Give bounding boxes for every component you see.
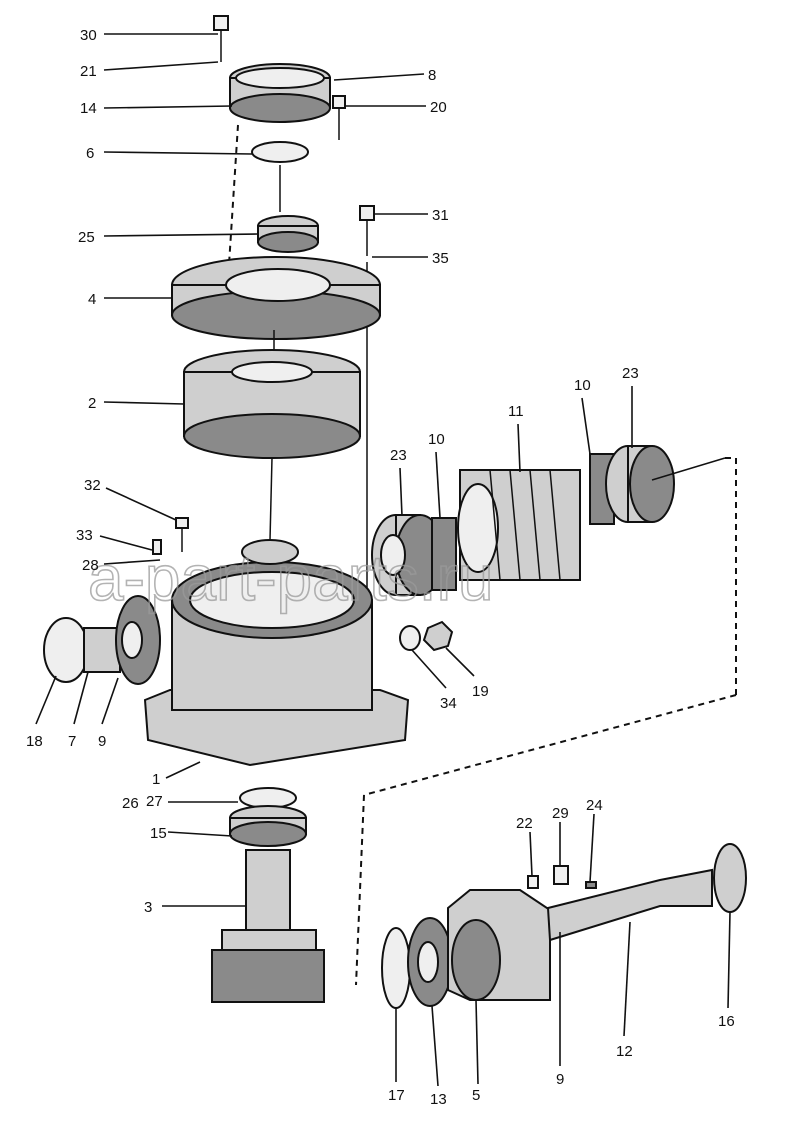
- callout-14: 14: [80, 100, 97, 117]
- bearing-15: [229, 805, 307, 847]
- callout-9-right: 9: [556, 1071, 564, 1088]
- bearing-23-right: [605, 445, 675, 523]
- callout-24: 24: [586, 797, 603, 814]
- callout-13: 13: [430, 1091, 447, 1108]
- callout-15: 15: [150, 825, 167, 842]
- seal-13: [407, 917, 453, 1007]
- washer-34: [399, 625, 421, 651]
- watermark: a-part-parts.ru: [88, 542, 493, 614]
- callout-2: 2: [88, 395, 96, 412]
- callout-16: 16: [718, 1013, 735, 1030]
- callout-20: 20: [430, 99, 447, 116]
- callout-23-right: 23: [622, 365, 639, 382]
- worm-11: [457, 469, 581, 581]
- bolt-30: [213, 15, 229, 62]
- callout-22: 22: [516, 815, 533, 832]
- callout-32: 32: [84, 477, 101, 494]
- callout-19: 19: [472, 683, 489, 700]
- callout-4: 4: [88, 291, 96, 308]
- callout-10-left: 10: [428, 431, 445, 448]
- bolt-29: [553, 865, 569, 885]
- housing-1: [143, 539, 410, 767]
- callout-5: 5: [472, 1087, 480, 1104]
- callout-17: 17: [388, 1087, 405, 1104]
- callout-31: 31: [432, 207, 449, 224]
- callout-7: 7: [68, 733, 76, 750]
- cover-8: [229, 63, 331, 123]
- callout-29: 29: [552, 805, 569, 822]
- callout-23-left: 23: [390, 447, 407, 464]
- callout-11: 11: [508, 403, 524, 420]
- callout-1: 1: [152, 771, 160, 788]
- callout-35: 35: [432, 250, 449, 267]
- callout-26: 26: [122, 795, 139, 812]
- callout-30: 30: [80, 27, 97, 44]
- end-cap-18: [43, 617, 89, 683]
- callout-6: 6: [86, 145, 94, 162]
- bolt-20: [332, 95, 346, 140]
- callout-8: 8: [428, 67, 436, 84]
- pin-24: [585, 881, 597, 889]
- callout-33: 33: [76, 527, 93, 544]
- flange-9-left: [115, 595, 161, 685]
- callout-10-right: 10: [574, 377, 591, 394]
- ring-gear-4: [171, 256, 381, 340]
- bolt-31: [359, 205, 375, 256]
- ring-25: [257, 215, 319, 253]
- bolt-32: [175, 517, 189, 552]
- callout-18: 18: [26, 733, 43, 750]
- callout-9-left: 9: [98, 733, 106, 750]
- spacer-10-left: [431, 517, 457, 591]
- output-shaft-3: [211, 849, 325, 1003]
- callout-12: 12: [616, 1043, 633, 1060]
- bearing-7: [83, 627, 121, 673]
- callout-34: 34: [440, 695, 457, 712]
- callout-27: 27: [146, 793, 163, 810]
- callout-28: 28: [82, 557, 99, 574]
- nut-19: [422, 620, 454, 652]
- gear-2: [183, 349, 361, 459]
- gasket-17: [381, 927, 411, 1009]
- callout-25: 25: [78, 229, 95, 246]
- bolt-22: [527, 875, 539, 889]
- flange-16: [713, 843, 747, 913]
- input-shaft-12: [546, 868, 713, 942]
- gasket-6: [251, 141, 309, 163]
- pin-33: [152, 539, 162, 555]
- bearing-cover-5: [447, 889, 551, 1001]
- callout-21: 21: [80, 63, 97, 80]
- callout-3: 3: [144, 899, 152, 916]
